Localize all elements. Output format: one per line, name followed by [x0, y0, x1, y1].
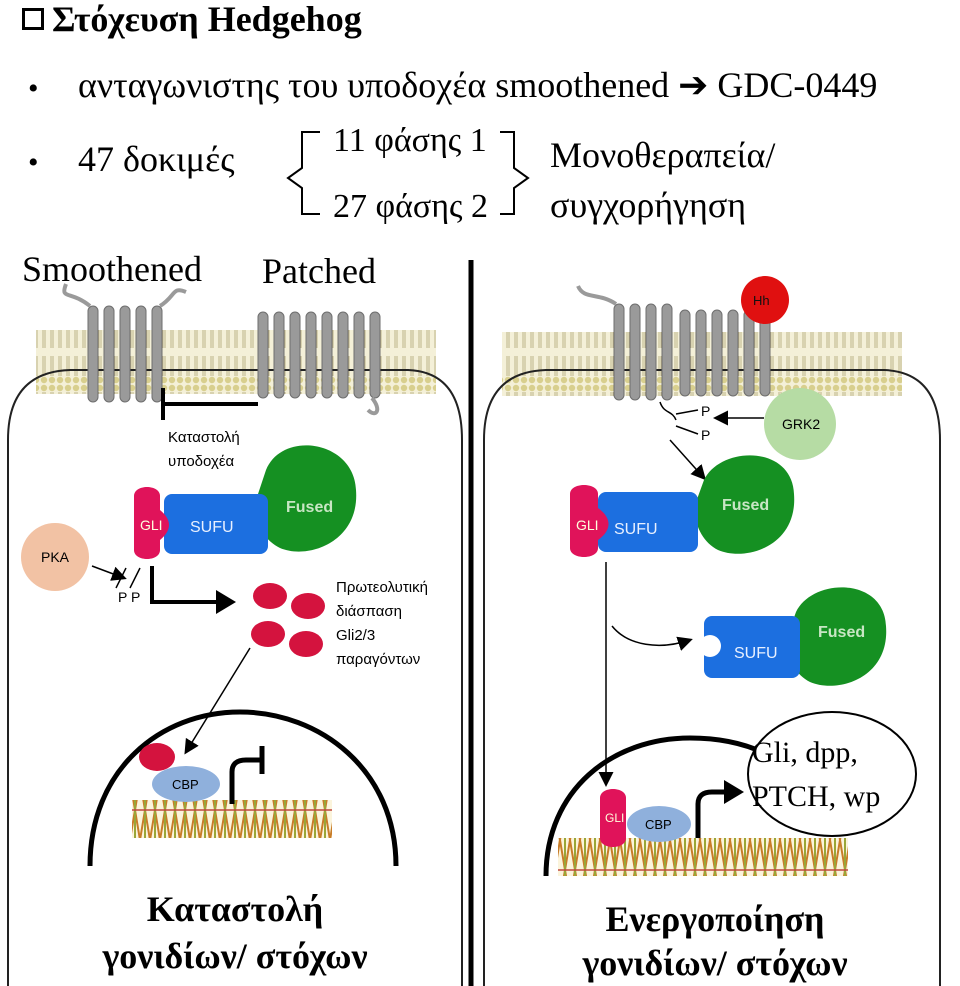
cbp-left: [152, 766, 220, 802]
cbp-label-left: CBP: [172, 777, 199, 792]
bullet-dot-icon: •: [28, 72, 39, 105]
phospho-p2-right: P: [701, 427, 710, 443]
patched-receptor-bound: [679, 309, 771, 397]
proteolysis-2: διάσπαση: [336, 603, 402, 620]
release-arrow: [611, 625, 693, 651]
pka-circle: [21, 523, 89, 591]
sufu-protein-released: [704, 616, 800, 678]
hh-ligand: [741, 276, 789, 324]
gli-fragments: [251, 583, 325, 657]
fused-label-right: Fused: [722, 497, 769, 514]
therapy-line-1: Μονοθεραπεία/: [550, 135, 776, 175]
dna-left: [132, 800, 332, 838]
gli-label-nucleus: GLI: [605, 811, 624, 825]
grk2-circle: [764, 388, 836, 460]
activation-arrow: [669, 439, 707, 481]
sufu-label-left: SUFU: [190, 519, 234, 536]
pka-label: PKA: [41, 549, 70, 565]
proteolysis-3: Gli2/3: [336, 627, 375, 644]
gli-protein-right: [570, 485, 598, 557]
gli-label-right: GLI: [576, 517, 599, 533]
phospho-p2-left: P: [131, 589, 140, 605]
target-genes-1: Gli, dpp,: [752, 736, 858, 769]
hh-label: Hh: [753, 293, 770, 308]
fused-label-released: Fused: [818, 624, 865, 641]
right-brace-icon: [500, 131, 530, 215]
checkbox-bullet-icon: [22, 8, 44, 30]
cbp-label-right: CBP: [645, 817, 672, 832]
left-caption-1: Καταστολή: [146, 889, 324, 929]
grk2-label: GRK2: [782, 416, 820, 432]
translocation-arrow-left: [184, 647, 251, 755]
phospho-p1-right: P: [701, 403, 710, 419]
dna-right: [558, 838, 848, 876]
fused-label-left: Fused: [286, 499, 333, 516]
active-promoter-icon: [695, 789, 728, 838]
phase-1-count: 11 φάσης 1: [333, 122, 487, 159]
slide-title: Στόχευση Hedgehog: [52, 0, 362, 39]
bullet-dot-icon: •: [28, 146, 39, 179]
bullet-trials: 47 δοκιμές: [78, 139, 235, 179]
receptor-repression-1: Καταστολή: [168, 429, 240, 446]
left-caption-2: γονιδίων/ στόχων: [102, 936, 368, 976]
right-caption-1: Ενεργοποίηση: [605, 899, 825, 939]
drug-name: GDC-0449: [717, 65, 878, 105]
gli-protein-left: [134, 487, 160, 559]
patched-label: Patched: [262, 251, 376, 291]
gli-repressor-left: [139, 743, 175, 771]
repressed-promoter-icon: [229, 757, 262, 804]
therapy-line-2: συγχορήγηση: [550, 185, 747, 225]
cbp-right: [627, 806, 691, 842]
proteolysis-4: παραγόντων: [336, 651, 420, 668]
smoothened-label: Smoothened: [22, 249, 202, 289]
arrowhead-icon: [216, 590, 236, 614]
degradation-arrow: [150, 566, 218, 604]
right-panel: Hh P P GRK2 Fused SUFU GLI Fused SUFU GL…: [483, 276, 941, 986]
fused-protein-left: [254, 445, 357, 552]
left-cell-outline: [7, 369, 463, 986]
gli-activator-right: [600, 789, 626, 847]
sufu-label-released: SUFU: [734, 645, 778, 662]
left-panel: Καταστολή υποδοχέα Fused SUFU GLI PKA P …: [7, 283, 463, 986]
smoothened-receptor-active: [613, 303, 673, 401]
sufu-label-right: SUFU: [614, 521, 658, 538]
proteolysis-1: Πρωτεολυτική: [336, 579, 428, 596]
gli-label-left: GLI: [140, 517, 163, 533]
sufu-protein-left: [164, 494, 268, 554]
left-brace-icon: [286, 131, 320, 215]
left-membrane: [36, 330, 436, 394]
receptor-repression-2: υποδοχέα: [168, 453, 235, 470]
phase-2-count: 27 φάσης 2: [333, 188, 489, 225]
target-genes-bubble: [747, 711, 917, 837]
smoothened-receptor: [87, 305, 163, 403]
phospho-p1-left: P: [118, 589, 127, 605]
patched-receptor: [257, 311, 381, 399]
antagonist-text: ανταγωνιστης του υποδοχέα smoothened: [78, 65, 670, 105]
sufu-protein-right: [598, 492, 698, 552]
arrow-right-icon: ➔: [678, 65, 718, 105]
right-caption-2: γονιδίων/ στόχων: [582, 943, 848, 983]
nucleus-left: [87, 709, 399, 867]
fused-protein-right: [695, 455, 795, 554]
target-genes-2: PTCH, wp: [752, 780, 880, 813]
bullet-antagonist: ανταγωνιστης του υποδοχέα smoothened ➔ G…: [78, 64, 877, 106]
fused-protein-released: [787, 587, 887, 686]
